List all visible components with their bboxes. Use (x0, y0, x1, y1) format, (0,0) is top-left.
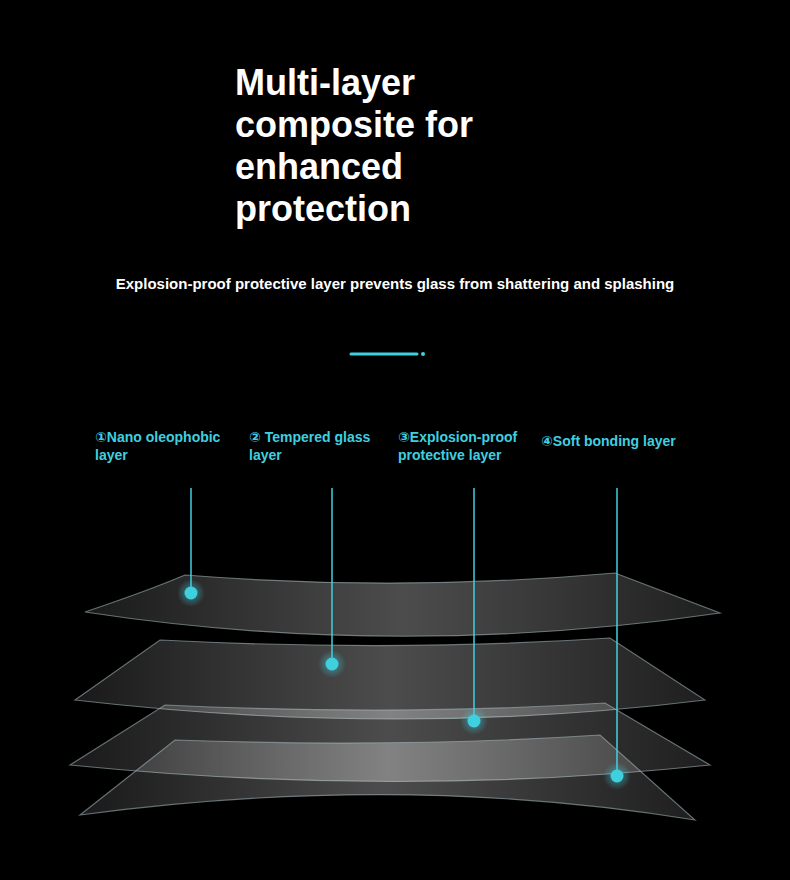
layer-sheet (85, 573, 720, 636)
leader-dots (177, 579, 631, 790)
glass-layers (70, 573, 720, 820)
layer-label: ④Soft bonding layer (541, 432, 741, 450)
page-title: Multi-layer composite for enhanced prote… (235, 62, 535, 230)
layer-label: ② Tempered glass layer (249, 428, 379, 464)
subtitle: Explosion-proof protective layer prevent… (0, 274, 790, 294)
layer-label: ③Explosion-proof protective layer (398, 428, 538, 464)
layer-label: ①Nano oleophobic layer (95, 428, 243, 464)
divider-mark (351, 352, 425, 356)
leader-lines (191, 488, 617, 776)
layer-sheet (80, 735, 695, 820)
